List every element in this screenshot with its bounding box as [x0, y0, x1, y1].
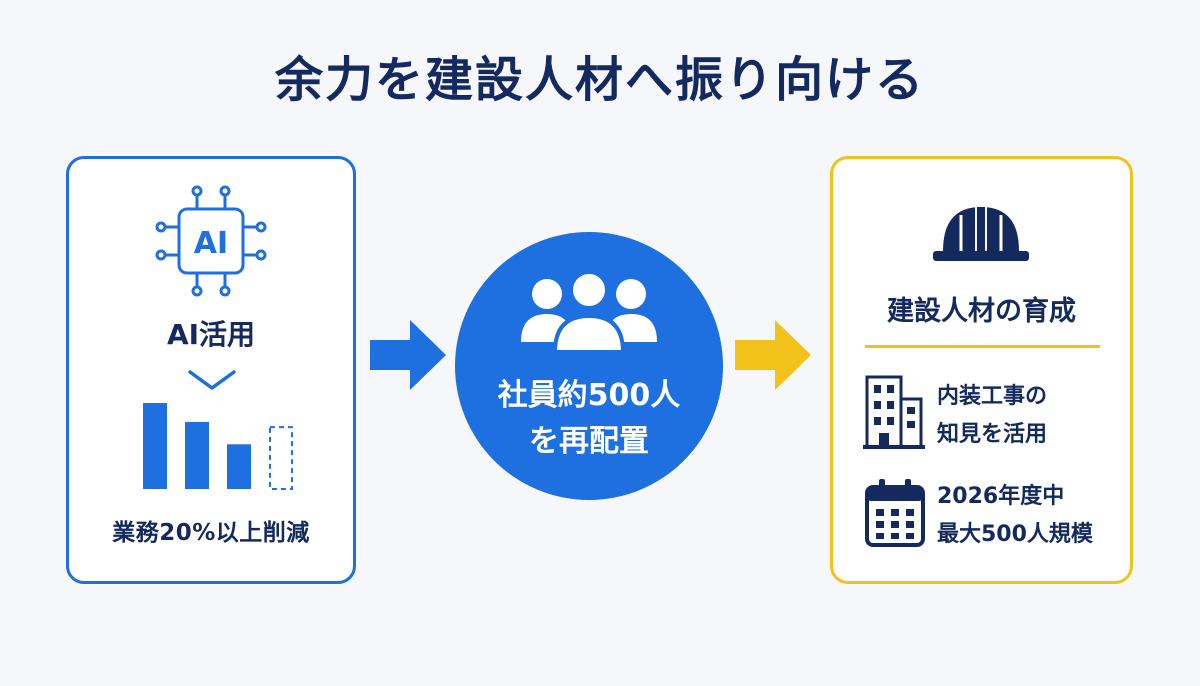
people-group-icon: [521, 274, 657, 354]
page-title: 余力を建設人材へ振り向ける: [274, 52, 925, 108]
reassignment-circle: 社員約500人 を再配置: [455, 232, 723, 500]
ai-label: AI活用: [166, 318, 256, 351]
item-line: 知見を活用: [937, 422, 1048, 447]
ai-chip-text: AI: [194, 226, 228, 261]
talent-title: 建設人材の育成: [887, 296, 1076, 327]
hard-hat-icon: [933, 205, 1029, 261]
bar: [185, 421, 209, 489]
chevron-down-icon: [188, 370, 236, 390]
reduction-label: 業務20%以上削減: [112, 520, 310, 546]
reassignment-line1: 社員約500人: [497, 378, 681, 413]
reduction-bar-chart: [143, 403, 293, 490]
item-line: 2026年度中: [937, 484, 1065, 509]
bar: [227, 444, 251, 489]
arrow-right-icon: [370, 320, 446, 390]
bar: [143, 403, 167, 489]
arrow-right-icon: [735, 320, 811, 390]
reduced-bar: [269, 426, 293, 490]
item-line: 最大500人規模: [937, 522, 1093, 547]
calendar-icon: [865, 479, 925, 547]
ai-chip-icon: AI: [155, 185, 267, 297]
ai-card: AI AI活用 業務20%以上削減: [66, 156, 356, 584]
reassignment-line2: を再配置: [529, 424, 649, 459]
divider: [865, 345, 1100, 348]
item-line: 内装工事の: [937, 384, 1048, 409]
building-icon: [863, 375, 925, 449]
construction-talent-card: 建設人材の育成 内装工事の 知見を活用 2026年度中 最大500人規模: [830, 156, 1133, 584]
